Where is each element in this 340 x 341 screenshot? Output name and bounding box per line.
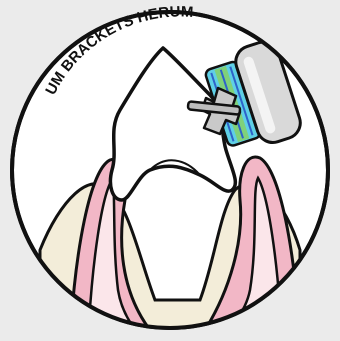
toothbrush-cleaning-around-bracket-icon: UM BRACKETS HERUM (0, 0, 340, 341)
illustration-stage: UM BRACKETS HERUM (0, 0, 340, 341)
